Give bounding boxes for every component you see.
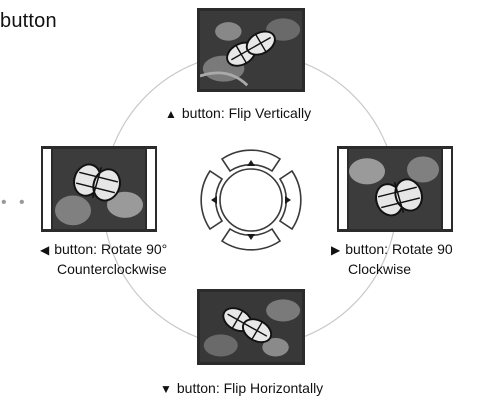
caption-flip-vertically-text: button: Flip Vertically — [181, 105, 312, 121]
caption-rotate-cw-line1: button: Rotate 90 — [345, 241, 453, 257]
header-text: button — [0, 10, 57, 32]
photo-rotate-clockwise — [337, 146, 453, 232]
caption-flip-vertically: ▲ button: Flip Vertically — [165, 104, 311, 124]
caption-flip-horizontally-text: button: Flip Horizontally — [176, 380, 324, 396]
photo-rotate-counterclockwise — [41, 146, 157, 232]
caption-rotate-counterclockwise: ◀ button: Rotate 90° Counterclockwise — [40, 240, 167, 279]
directional-pad — [200, 149, 302, 251]
caption-rotate-clockwise: ▶ button: Rotate 90 Clockwise — [331, 240, 453, 279]
left-arrow-icon: ◀ — [40, 243, 50, 257]
dpad-up-icon — [247, 160, 255, 166]
caption-rotate-ccw-line2: Counterclockwise — [57, 261, 167, 277]
dpad-left-icon — [211, 196, 217, 204]
caption-rotate-ccw-line1: button: Rotate 90° — [54, 241, 168, 257]
photo-flip-horizontally — [197, 289, 305, 365]
caption-flip-horizontally: ▼ button: Flip Horizontally — [160, 379, 323, 399]
right-arrow-icon: ▶ — [331, 243, 341, 257]
continuation-dots: • • — [1, 194, 29, 211]
up-arrow-icon: ▲ — [165, 107, 177, 121]
dpad-down-icon — [247, 234, 255, 240]
down-arrow-icon: ▼ — [160, 382, 172, 396]
caption-rotate-cw-line2: Clockwise — [348, 261, 412, 277]
dpad-right-icon — [285, 196, 291, 204]
photo-flip-vertically — [197, 8, 305, 92]
